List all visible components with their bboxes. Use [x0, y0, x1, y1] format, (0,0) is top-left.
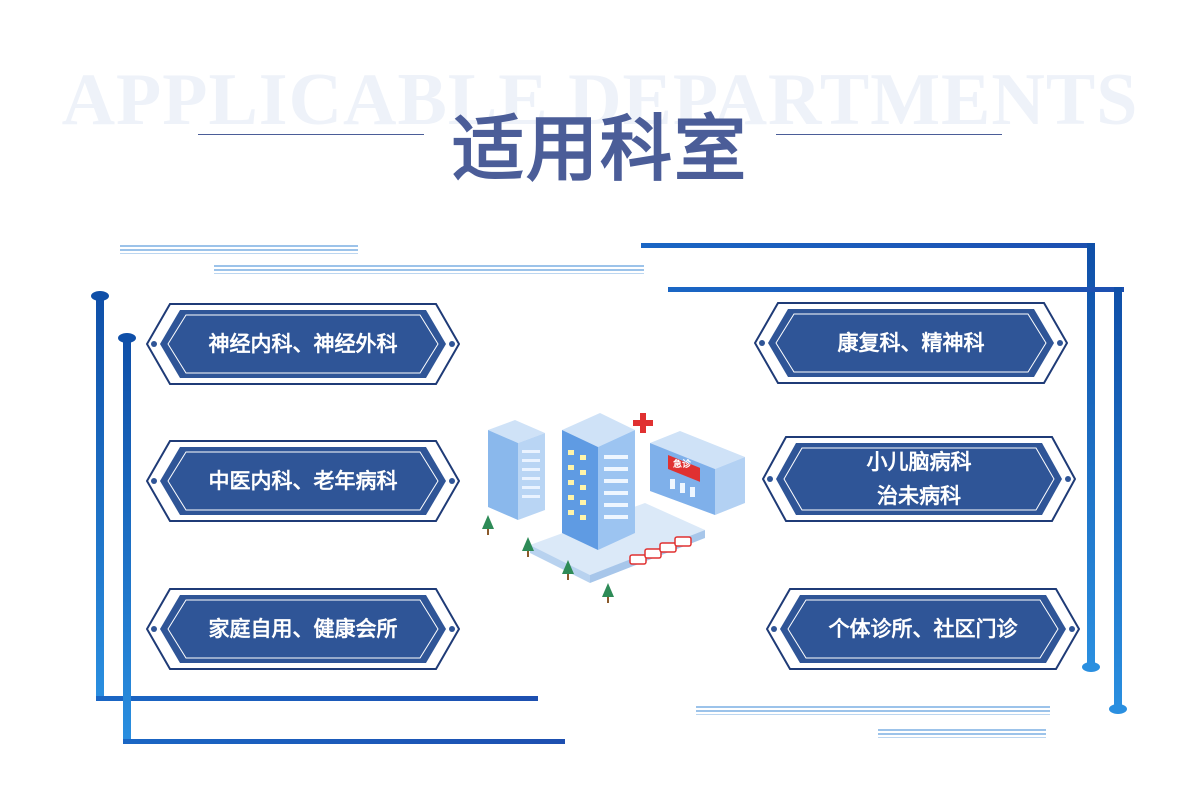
- department-badge-home: 家庭自用、健康会所: [146, 588, 460, 670]
- title-divider-left: [198, 134, 424, 135]
- ambulance-icon: [629, 536, 692, 565]
- hospital-building-icon: 急诊: [482, 413, 745, 603]
- frame-right-outer: [641, 243, 1100, 672]
- stripe-top-left-1: [120, 245, 358, 254]
- badge-frame-icon: [766, 588, 1080, 670]
- page-title: 适用科室: [451, 106, 748, 191]
- badge-frame-icon: [146, 303, 460, 385]
- department-badge-rehab: 康复科、精神科: [754, 302, 1068, 384]
- stripe-bottom-right-2: [878, 729, 1046, 738]
- badge-frame-icon: [146, 440, 460, 522]
- stripe-top-left-2: [214, 265, 644, 274]
- department-label: 康复科、精神科: [837, 331, 985, 355]
- department-label: 个体诊所、社区门诊: [828, 617, 1018, 641]
- department-label: 中医内科、老年病科: [208, 469, 398, 493]
- department-badge-tcm: 中医内科、老年病科: [146, 440, 460, 522]
- frame-left-outer: [91, 291, 538, 701]
- department-label: 小儿脑病科 治未病科: [762, 436, 1076, 522]
- frame-right-inner: [668, 287, 1127, 714]
- department-badge-neurology: 神经内科、神经外科: [146, 303, 460, 385]
- frame-left-inner: [118, 333, 565, 744]
- department-label-line-2: 治未病科: [877, 484, 961, 508]
- title-divider-right: [776, 134, 1002, 135]
- badge-frame-icon: [762, 436, 1076, 522]
- department-label-line-1: 小儿脑病科: [866, 450, 972, 474]
- tree-icon: [482, 515, 614, 603]
- department-label: 神经内科、神经外科: [208, 332, 398, 356]
- badge-frame-icon: [754, 302, 1068, 384]
- department-badge-pediatric: 小儿脑病科 治未病科: [762, 436, 1076, 522]
- hospital-sign-text: 急诊: [673, 458, 692, 470]
- department-badge-clinic: 个体诊所、社区门诊: [766, 588, 1080, 670]
- stripe-bottom-right-1: [696, 706, 1050, 715]
- department-label: 家庭自用、健康会所: [208, 617, 398, 641]
- badge-frame-icon: [146, 588, 460, 670]
- background-watermark-text: APPLICABLE DEPARTMENTS: [61, 59, 1139, 141]
